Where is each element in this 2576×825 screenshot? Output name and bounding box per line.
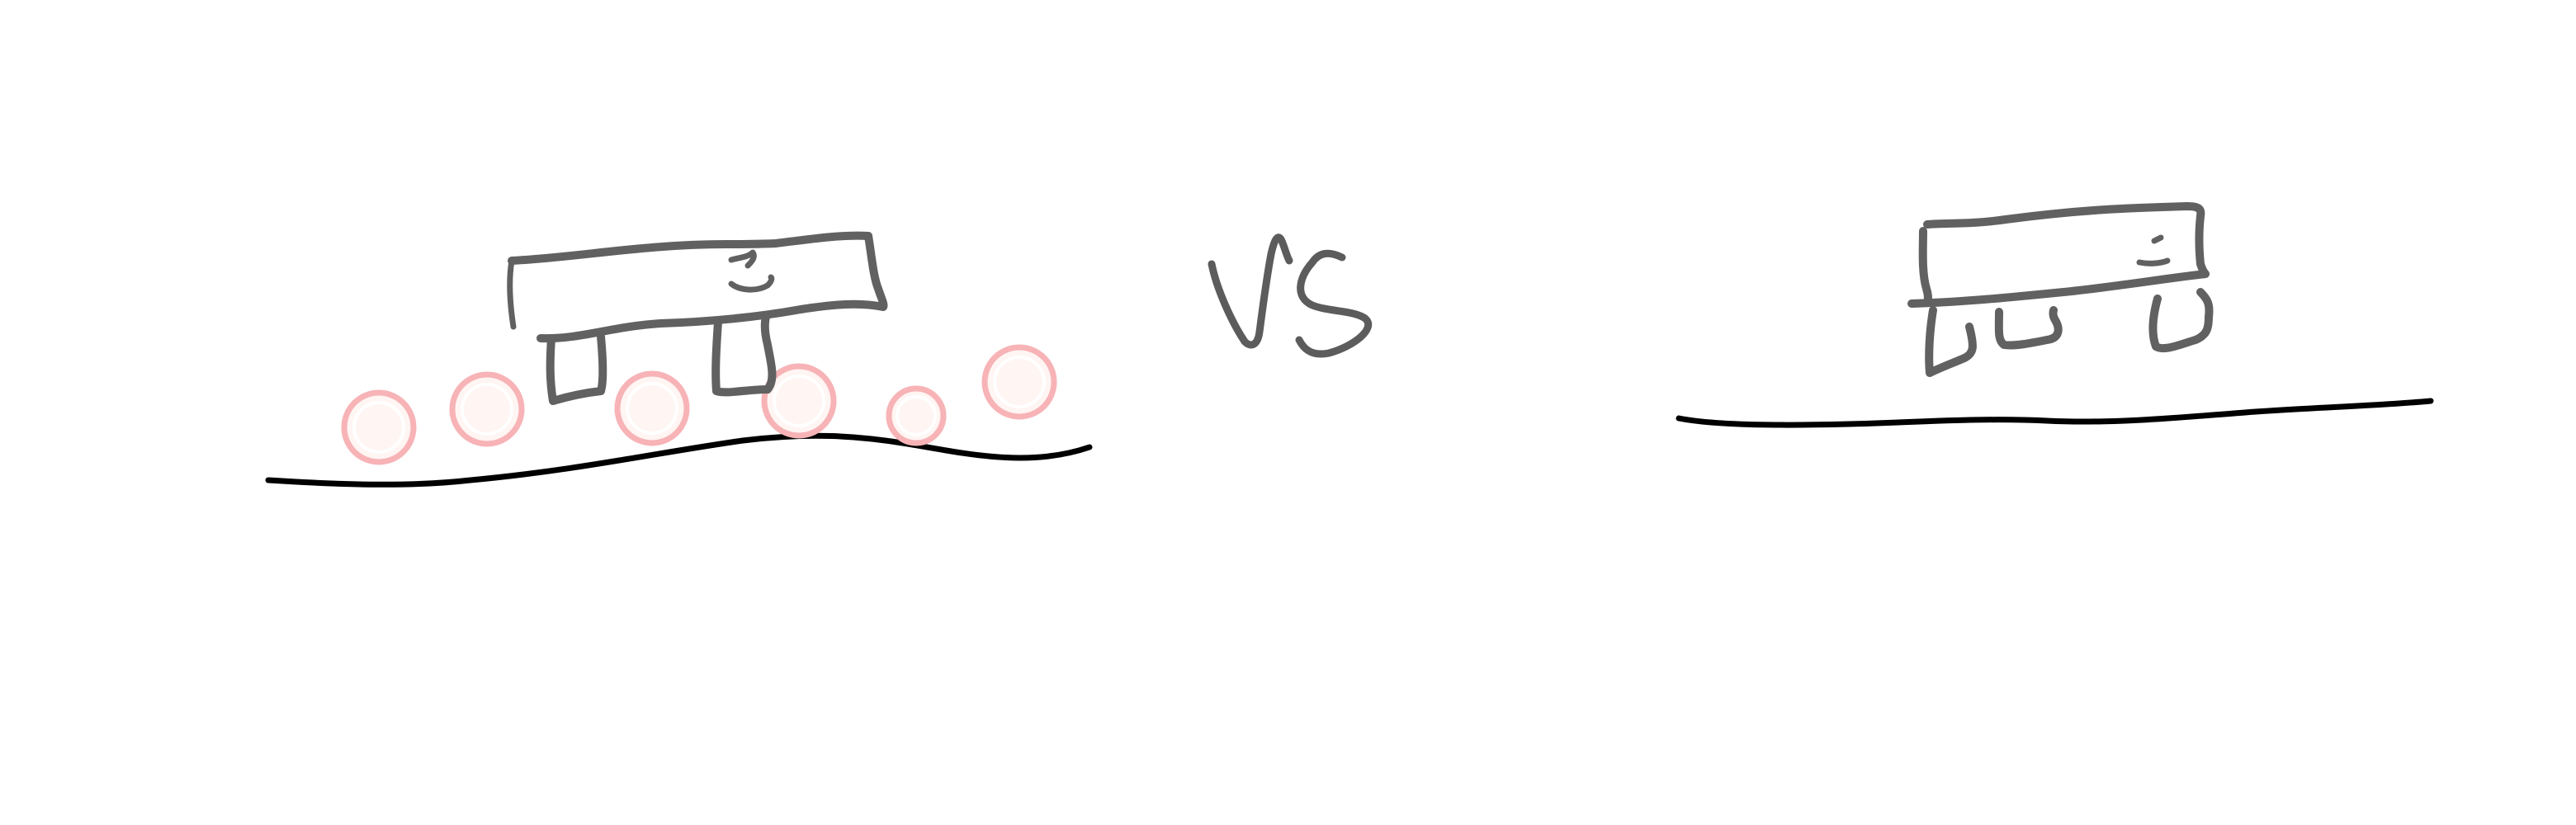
left-ground-line [265,432,1093,488]
roller [761,363,837,439]
right-ground-line [1676,398,2434,428]
right-scene [1676,202,2434,428]
left-box-sketch [507,231,888,405]
right-box-sketch [1907,202,2214,377]
roller [449,371,525,447]
roller [981,344,1057,420]
roller [886,385,947,446]
left-scene [265,231,1093,488]
vs-handwritten-icon [1208,233,1373,358]
roller [614,370,690,446]
rollers [341,344,1057,465]
roller [341,389,417,465]
